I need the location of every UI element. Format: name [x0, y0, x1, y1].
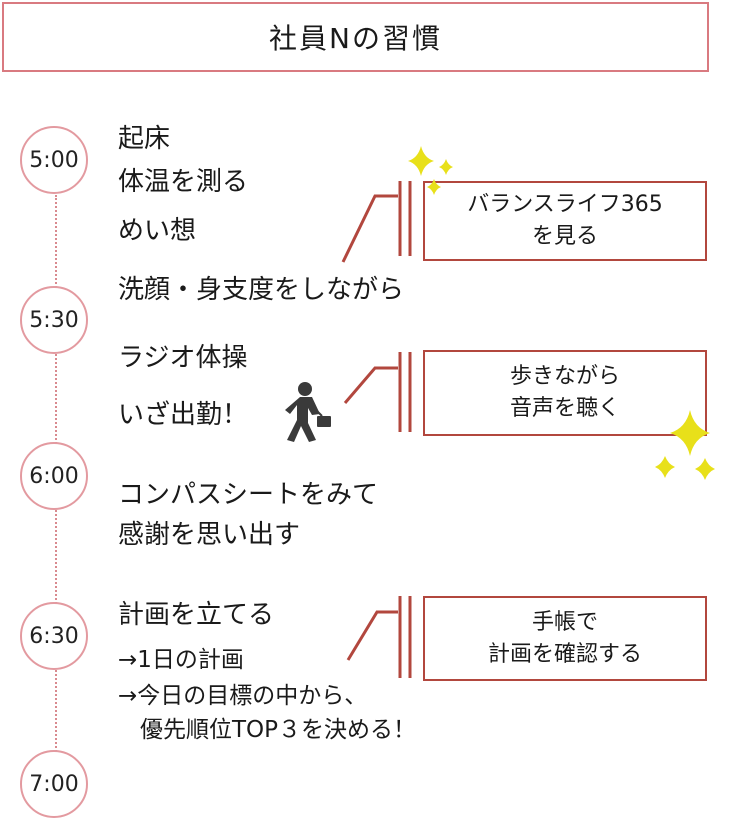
- activity-temperature: 体温を測る: [118, 167, 249, 197]
- activity-meditation: めい想: [118, 216, 197, 246]
- activity-wash: 洗顔・身支度をしながら: [118, 275, 405, 305]
- time-label: 5:00: [29, 147, 79, 173]
- activity-radio-exercise: ラジオ体操: [118, 343, 248, 373]
- sparkle-icon: [408, 146, 453, 195]
- activity-plan-priorities: 優先順位TOP３を決める！: [140, 717, 417, 743]
- time-label: 6:00: [29, 463, 79, 489]
- time-circle-0500: 5:00: [20, 126, 88, 194]
- title-box: 社員Nの習慣: [2, 2, 709, 72]
- activity-commute: いざ出勤！: [118, 400, 249, 430]
- sparkle-icon: [655, 410, 715, 480]
- note-line: を見る: [531, 224, 598, 249]
- note-planner: 手帳で 計画を確認する: [423, 596, 707, 681]
- page-title: 社員Nの習慣: [269, 22, 442, 55]
- note-balance-life: バランスライフ365 を見る: [423, 181, 707, 261]
- time-circle-0530: 5:30: [20, 286, 88, 354]
- activity-gratitude: 感謝を思い出す: [118, 520, 301, 550]
- businessman-walking-icon: [285, 382, 331, 442]
- connector-line: [343, 352, 412, 432]
- connector-line: [346, 596, 412, 678]
- note-line: バランスライフ365: [467, 192, 663, 218]
- time-circle-0700: 7:00: [20, 750, 88, 818]
- time-label: 5:30: [29, 307, 79, 333]
- time-label: 7:00: [29, 771, 79, 797]
- activity-plan-goals: →今日の目標の中から、: [118, 683, 368, 709]
- time-circle-0600: 6:00: [20, 442, 88, 510]
- activity-compass-sheet: コンパスシートをみて: [118, 480, 379, 510]
- note-line: 計画を確認する: [487, 641, 642, 667]
- time-circle-0630: 6:30: [20, 602, 88, 670]
- activity-plan: 計画を立てる: [118, 600, 275, 630]
- time-label: 6:30: [29, 623, 79, 649]
- note-walk-audio: 歩きながら 音声を聴く: [423, 350, 707, 436]
- note-line: 歩きながら: [509, 364, 620, 390]
- activity-plan-day: →1日の計画: [118, 647, 244, 673]
- connector-line: [341, 181, 412, 263]
- note-line: 音声を聴く: [509, 396, 620, 421]
- note-line: 手帳で: [531, 609, 598, 635]
- activity-wake: 起床: [118, 124, 171, 154]
